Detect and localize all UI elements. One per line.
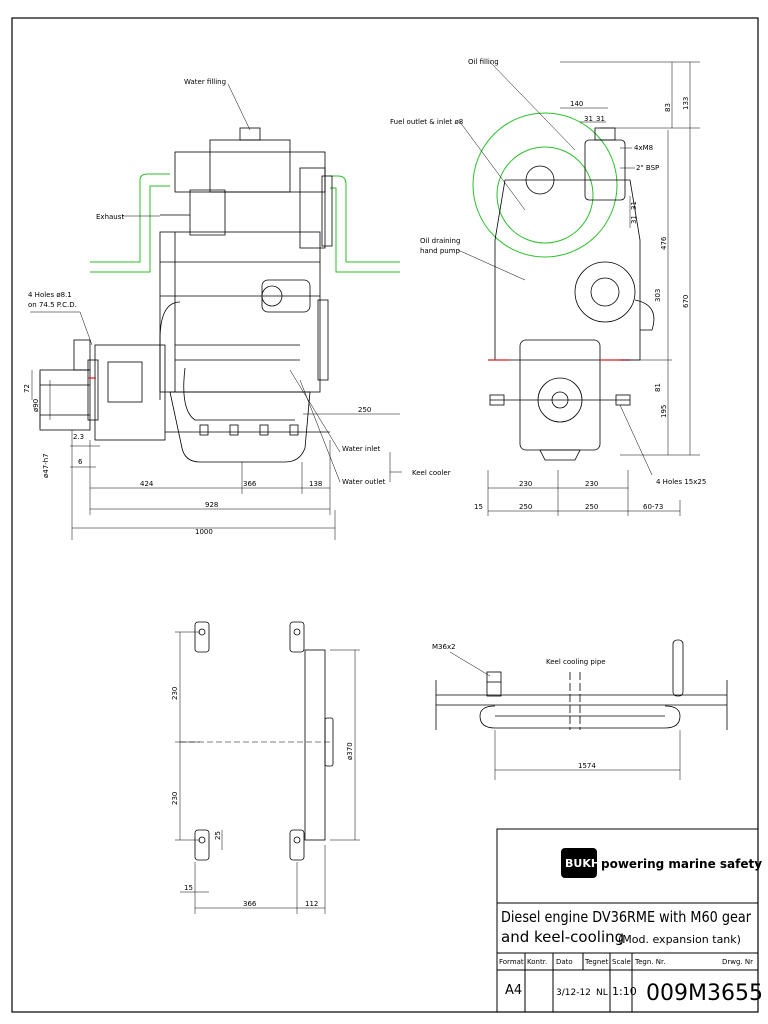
dim-230a: 230 (519, 480, 532, 488)
dim-1000: 1000 (195, 528, 213, 536)
value-date: 3/12-12 (556, 988, 591, 998)
dim-plan-15: 15 (184, 884, 193, 892)
header-tegn-nr: Tegn. Nr. (634, 958, 665, 966)
label-water-inlet: Water inlet (342, 445, 381, 453)
dim-424: 424 (140, 480, 154, 488)
dim-plan-230b: 230 (171, 792, 179, 805)
dim-60-73: 60-73 (643, 503, 663, 511)
front-view (472, 112, 655, 461)
plan-view-labels: 230 230 25 ø370 15 366 112 (171, 687, 354, 908)
value-drawing-number: 009M3655 (646, 981, 763, 1006)
dim-2-3: 2.3 (73, 433, 84, 441)
dim-133: 133 (682, 97, 690, 110)
dim-230b: 230 (585, 480, 598, 488)
dim-366: 366 (243, 480, 257, 488)
keel-pipe-dimensions (449, 651, 681, 780)
dim-140: 140 (570, 100, 583, 108)
keel-cooler-loop-left (90, 173, 170, 273)
dim-250a: 250 (519, 503, 532, 511)
dim-195: 195 (660, 405, 668, 418)
side-view-dimensions (30, 83, 402, 540)
dim-plan-370: ø370 (346, 742, 354, 760)
sheet-border (11, 17, 759, 1013)
swing-circle-outer (472, 112, 618, 258)
header-scale: Scale (612, 958, 631, 966)
dim-90: ø90 (32, 399, 40, 412)
plan-view-dimensions (175, 631, 360, 914)
keel-cooler-loop-right (330, 175, 400, 273)
gearbox (94, 344, 166, 441)
header-tegnet: Tegnet (584, 958, 609, 966)
label-exhaust: Exhaust (96, 213, 124, 221)
dim-47-h7: ø47-h7 (42, 453, 50, 478)
side-view (39, 127, 400, 463)
dim-250b: 250 (585, 503, 598, 511)
value-scale: 1:10 (612, 985, 637, 998)
front-view-labels: Oil filling Fuel outlet & inlet ø8 Oil d… (390, 58, 706, 511)
dim-15: 15 (474, 503, 483, 511)
dim-250: 250 (358, 406, 371, 414)
bukh-logo (561, 848, 597, 878)
dim-83: 83 (664, 103, 672, 112)
dim-31a: 31 (584, 115, 593, 123)
plan-view (180, 621, 334, 861)
dim-plan-230a: 230 (171, 687, 179, 700)
label-water-outlet: Water outlet (342, 478, 386, 486)
expansion-tank (209, 139, 291, 193)
swing-circle-inner (496, 146, 594, 244)
label-keel-cooler: Keel cooler (412, 469, 451, 477)
dim-81: 81 (654, 383, 662, 392)
dim-670: 670 (682, 295, 690, 308)
value-format: A4 (505, 983, 522, 998)
header-kontr: Kontr. (527, 958, 547, 966)
dim-plan-366: 366 (243, 900, 257, 908)
dim-928: 928 (205, 501, 218, 509)
dim-72: 72 (23, 384, 31, 393)
dim-31d: 31 (630, 215, 638, 224)
dim-476: 476 (660, 236, 668, 250)
label-keel-cooling-pipe: Keel cooling pipe (546, 658, 606, 666)
label-holes-81: 4 Holes ø8.1 (28, 291, 72, 299)
dim-31b: 31 (596, 115, 605, 123)
keel-cooling-pipe-view (435, 639, 728, 730)
label-water-filling: Water filling (184, 78, 226, 86)
header-drwg-nr: Drwg. Nr (722, 958, 753, 966)
dim-plan-25: 25 (214, 831, 222, 840)
brand-slogan: powering marine safety (601, 857, 762, 871)
engine-front-block (494, 179, 641, 361)
drawing-title-note: (Mod. expansion tank) (618, 933, 741, 946)
dim-1574: 1574 (578, 762, 596, 770)
title-block-logo: BUKH powering marine safety (561, 848, 762, 878)
label-oil-draining: Oil draining (420, 237, 460, 245)
label-holes-15x25: 4 Holes 15x25 (656, 478, 706, 486)
dim-6: 6 (78, 458, 83, 466)
drawing-title-line2: and keel-cooling (501, 928, 624, 946)
dim-31c: 31 (630, 201, 638, 210)
drawing-title-line1: Diesel engine DV36RME with M60 gear (501, 908, 752, 926)
label-fuel-outlet: Fuel outlet & inlet ø8 (390, 118, 463, 126)
front-view-dimensions (457, 61, 700, 516)
dim-plan-112: 112 (305, 900, 318, 908)
label-2-bsp: 2" BSP (636, 164, 659, 172)
label-4xm8: 4xM8 (634, 144, 653, 152)
label-hand-pump: hand pump (420, 247, 461, 255)
title-block (496, 828, 759, 1013)
label-oil-filling: Oil filling (468, 58, 499, 66)
dim-138: 138 (309, 480, 322, 488)
header-dato: Dato (556, 958, 573, 966)
label-pcd: on 74.5 P.C.D. (28, 301, 77, 309)
header-format: Format (499, 958, 524, 966)
dim-303: 303 (654, 289, 662, 302)
side-view-labels: Water filling Exhaust 4 Holes ø8.1 on 74… (23, 78, 451, 536)
flywheel-flange (304, 649, 326, 841)
value-drawn-by: NL (596, 988, 608, 998)
keel-pipe-labels: M36x2 Keel cooling pipe 1574 (432, 643, 606, 770)
label-m36x2: M36x2 (432, 643, 456, 651)
title-block-text: Diesel engine DV36RME with M60 gear and … (499, 908, 763, 1006)
logo-text: BUKH (565, 857, 600, 870)
